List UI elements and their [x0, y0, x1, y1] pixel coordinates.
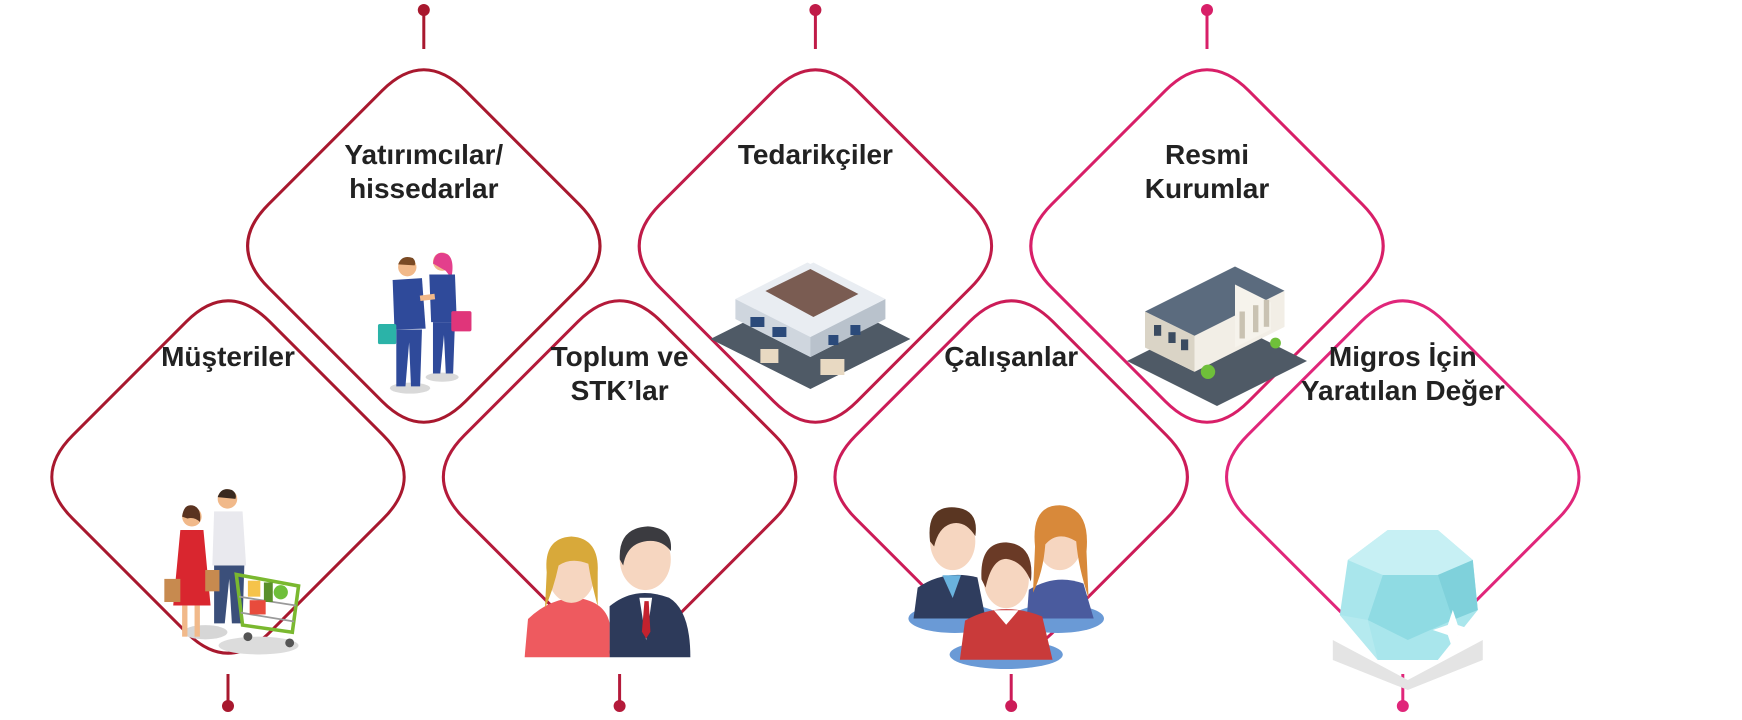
diamond-icon	[1332, 530, 1483, 690]
label-resmi-kurumlar: Resmi Kurumlar	[1144, 139, 1270, 204]
shoppers-cart-icon	[162, 487, 301, 657]
connector-dot	[1005, 700, 1018, 712]
connector-dot	[1201, 4, 1213, 16]
label-yatirimcilar: Yatırımcılar/ hissedarlar	[344, 139, 504, 204]
label-musteriler: Müşteriler	[161, 341, 295, 372]
connector-dot	[613, 700, 626, 712]
connector-dot	[222, 700, 234, 712]
diamond-frame	[50, 299, 406, 655]
community-people-icon	[524, 526, 691, 658]
label-calisanlar: Çalışanlar	[944, 341, 1079, 372]
stakeholder-node	[637, 4, 993, 424]
connector-dot	[417, 4, 430, 16]
diamond-frame	[637, 68, 993, 424]
label-migros-deger: Migros İçin Yaratılan Değer	[1300, 341, 1505, 406]
stakeholder-node	[50, 299, 406, 712]
label-tedarikciler: Tedarikçiler	[737, 139, 893, 170]
diamond-frame	[246, 68, 602, 424]
label-toplum-stk: Toplum ve STK’lar	[550, 341, 689, 406]
stakeholder-node	[246, 4, 602, 424]
stakeholder-node	[1225, 299, 1581, 712]
business-handshake-icon	[378, 253, 472, 394]
stakeholder-node	[833, 299, 1189, 712]
employees-group-icon	[908, 505, 1104, 669]
connector-dot	[809, 4, 822, 16]
stakeholder-node	[1029, 4, 1385, 424]
diamond-frame	[1029, 68, 1385, 424]
stakeholder-node	[442, 299, 798, 712]
connector-dot	[1396, 700, 1409, 712]
